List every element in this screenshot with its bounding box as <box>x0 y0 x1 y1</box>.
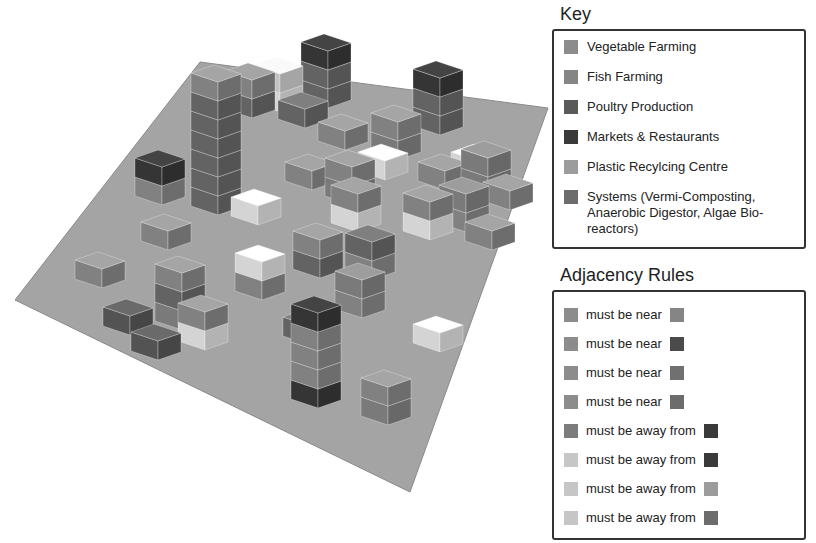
cube-face <box>335 263 385 280</box>
rule-swatch <box>704 511 718 525</box>
cube-face <box>345 225 395 242</box>
cube-face <box>413 61 463 78</box>
rule-text: must be near <box>586 307 662 323</box>
cube-face <box>103 299 153 316</box>
legend-text: Systems (Vermi-Composting, Anaerobic Dig… <box>587 189 796 237</box>
legend-panel: KeyVegetable FarmingFish FarmingPoultry … <box>552 3 806 249</box>
cube-face <box>235 245 285 262</box>
cube-face <box>278 92 328 109</box>
rule-text: must be away from <box>586 481 696 497</box>
rule-swatch <box>704 482 718 496</box>
rule-swatch <box>670 337 684 351</box>
rule-row: must be near <box>564 329 796 358</box>
rule-text: must be away from <box>586 452 696 468</box>
legend-swatch <box>564 130 578 144</box>
legend-text: Plastic Recylcing Centre <box>587 159 728 175</box>
rule-swatch <box>564 395 578 409</box>
legend-swatch <box>564 40 578 54</box>
cube-face <box>403 185 453 202</box>
rule-row: must be near <box>564 358 796 387</box>
rule-swatch <box>704 424 718 438</box>
legend-text: Markets & Restaurants <box>587 129 719 145</box>
cube-face <box>301 34 351 51</box>
cube-face <box>325 150 375 167</box>
legend-swatch <box>564 100 578 114</box>
cube-face <box>483 174 533 191</box>
legend-row: Fish Farming <box>564 69 796 85</box>
panel-frame: must be near must be near must be near must… <box>552 290 806 540</box>
cube-face <box>361 370 411 387</box>
rule-swatch <box>564 424 578 438</box>
rule-text: must be near <box>586 336 662 352</box>
rule-swatch <box>670 366 684 380</box>
cube-face <box>465 214 515 231</box>
legend-text: Poultry Production <box>587 99 693 115</box>
cube-face <box>75 252 125 269</box>
cube-face <box>178 295 228 312</box>
legend-row: Vegetable Farming <box>564 39 796 55</box>
cube-face <box>155 256 205 273</box>
cube-face <box>191 65 241 82</box>
cube-face <box>318 114 368 131</box>
legend-panel: Adjacency Rulesmust be nearmust be nearm… <box>552 264 806 540</box>
cube-face <box>418 154 468 171</box>
rule-swatch <box>564 337 578 351</box>
panel-frame: Vegetable FarmingFish FarmingPoultry Pro… <box>552 29 806 249</box>
rule-swatch <box>564 511 578 525</box>
rule-row: must be away from <box>564 474 796 503</box>
rule-text: must be near <box>586 394 662 410</box>
rule-swatch <box>704 453 718 467</box>
legend-text: Vegetable Farming <box>587 39 696 55</box>
rule-swatch <box>564 308 578 322</box>
legend-swatch <box>564 160 578 174</box>
rule-swatch <box>564 366 578 380</box>
rule-row: must be away from <box>564 416 796 445</box>
legend-swatch <box>564 190 578 204</box>
ground-plane <box>15 62 548 492</box>
legend-row: Systems (Vermi-Composting, Anaerobic Dig… <box>564 189 796 237</box>
rule-text: must be near <box>586 365 662 381</box>
panel-heading: Key <box>552 3 806 25</box>
legend-swatch <box>564 70 578 84</box>
cube-face <box>231 189 281 206</box>
rule-swatch <box>564 482 578 496</box>
cube-face <box>291 296 341 313</box>
cube-face <box>461 141 511 158</box>
legend-row: Markets & Restaurants <box>564 129 796 145</box>
cube-face <box>331 177 381 194</box>
legend-row: Plastic Recylcing Centre <box>564 159 796 175</box>
cube-face <box>135 150 185 167</box>
rule-text: must be away from <box>586 423 696 439</box>
panel-heading: Adjacency Rules <box>552 264 806 286</box>
urban-farm-illustration <box>0 0 560 543</box>
rule-swatch <box>670 308 684 322</box>
rule-row: must be near <box>564 300 796 329</box>
rule-row: must be away from <box>564 445 796 474</box>
legend-row: Poultry Production <box>564 99 796 115</box>
cube-face <box>293 223 343 240</box>
rule-text: must be away from <box>586 510 696 526</box>
cube-face <box>413 316 463 333</box>
cube-face <box>371 105 421 122</box>
rule-row: must be away from <box>564 503 796 532</box>
legend-text: Fish Farming <box>587 69 663 85</box>
rule-swatch <box>564 453 578 467</box>
cube-face <box>131 324 181 341</box>
rule-row: must be near <box>564 387 796 416</box>
rule-swatch <box>670 395 684 409</box>
cube-face <box>141 214 191 231</box>
building-blocks <box>75 34 533 425</box>
